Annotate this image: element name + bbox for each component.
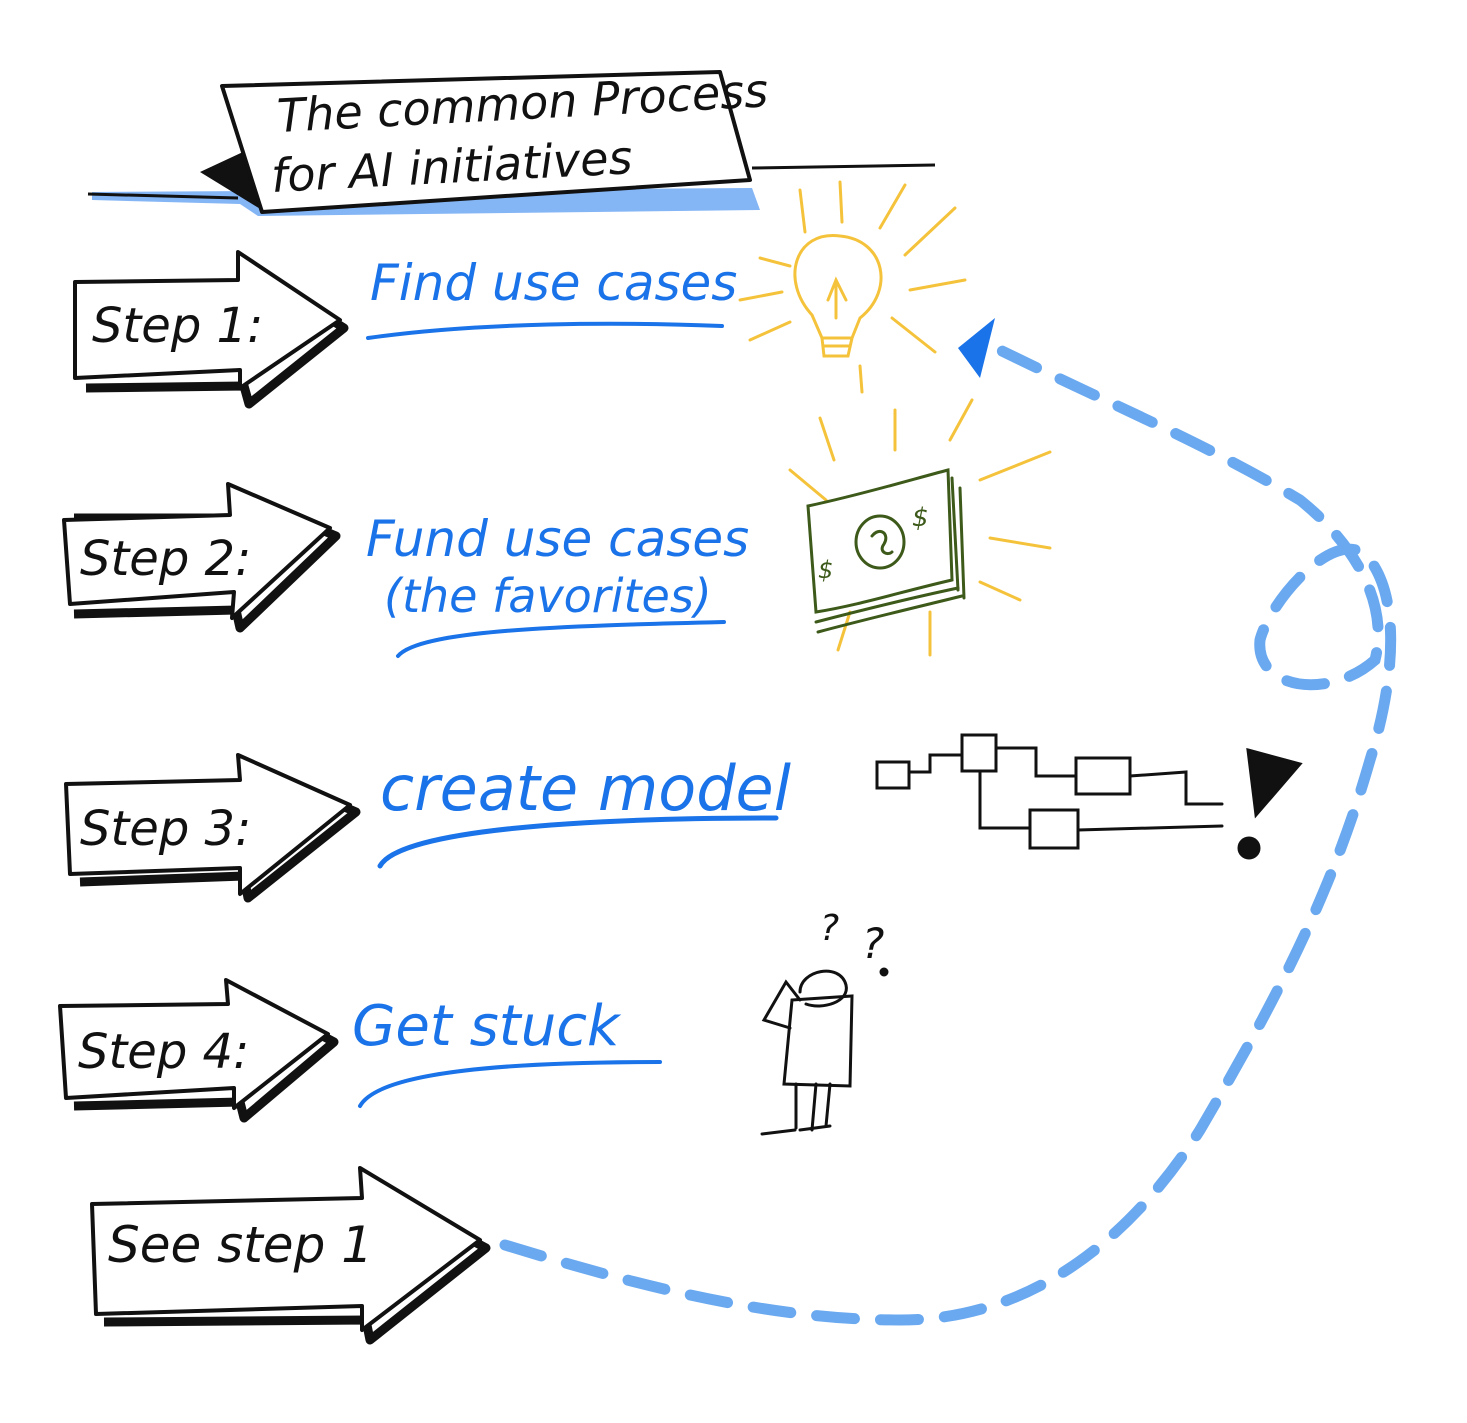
step-2-label: Step 2: — [80, 531, 251, 587]
step-4-arrow: Step 4: — [58, 978, 339, 1123]
step-1-text: Find use cases — [370, 254, 737, 312]
step-3-text: create model — [380, 752, 791, 825]
step-2-text-line-2: (the favorites) — [384, 569, 712, 623]
banner-box — [220, 70, 752, 214]
step-4-text: Get stuck — [352, 994, 622, 1059]
see-step-1-arrow: See step 1 — [90, 1166, 491, 1345]
step-3-underline — [377, 815, 779, 869]
svg-text:$: $ — [818, 556, 833, 584]
svg-text:?: ? — [862, 919, 884, 968]
see-step-1-label: See step 1 — [108, 1216, 373, 1274]
loop-arrowhead — [958, 318, 995, 378]
exclamation-icon — [1246, 747, 1303, 819]
title-banner: The common Process for AI initiatives — [87, 63, 936, 216]
feedback-loop-dashed-arrow — [499, 339, 1397, 1326]
step-2-underline — [396, 620, 726, 658]
step-3-arrow: Step 3: — [64, 753, 361, 903]
step-2-text-line-1: Fund use cases — [366, 510, 749, 568]
svg-text:?: ? — [820, 908, 839, 949]
money-icon: $ $ — [788, 398, 1052, 657]
step-1-underline — [366, 321, 724, 340]
confused-person-icon: ? ? — [760, 908, 889, 1136]
lightbulb-icon — [738, 180, 967, 394]
banner-underline — [87, 163, 936, 200]
svg-text:$: $ — [912, 503, 929, 533]
step-2-arrow: Step 2: — [62, 482, 341, 633]
step-3-label: Step 3: — [80, 801, 251, 857]
step-1-arrow: Step 1: — [73, 250, 349, 409]
step-1-label: Step 1: — [92, 298, 263, 354]
step-4-label: Step 4: — [78, 1024, 249, 1080]
flowchart-icon — [875, 733, 1303, 860]
step-4-underline — [358, 1060, 662, 1108]
